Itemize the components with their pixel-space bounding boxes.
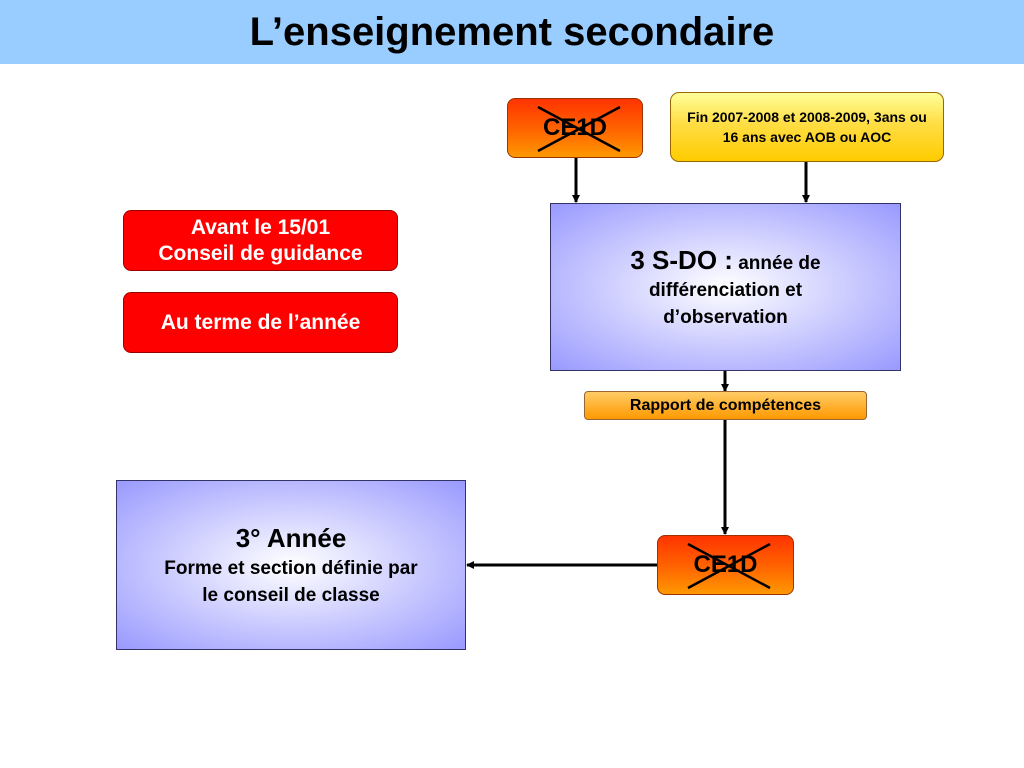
annee3-title: 3° Année [235,523,347,553]
annee3-box: 3° Année Forme et section définie par le… [116,480,466,650]
cross-out-icon [537,105,621,153]
sdo-line1: 3 S-DO : année de [630,243,820,277]
avant-line2: Conseil de guidance [158,241,363,265]
fin-note-text: Fin 2007-2008 et 2008-2009, 3ans ou 16 a… [687,109,927,145]
sdo-title: 3 S-DO : [630,245,733,275]
terme-box: Au terme de l’année [123,292,398,353]
annee3-desc-2: le conseil de classe [202,585,380,606]
ce1d-bottom-box: CE1D [657,535,794,595]
annee3-desc-1: Forme et section définie par [164,558,418,579]
rapport-box: Rapport de compétences [584,391,867,420]
header-bar: L’enseignement secondaire [0,0,1024,64]
sdo-desc-3: d’observation [663,307,788,328]
ce1d-top-box: CE1D [507,98,643,158]
sdo-desc-2: différenciation et [648,280,803,301]
fin-note-box: Fin 2007-2008 et 2008-2009, 3ans ou 16 a… [670,92,944,162]
terme-label: Au terme de l’année [160,310,361,334]
avant-line1: Avant le 15/01 [190,215,331,239]
cross-out-icon [687,542,771,590]
sdo-desc-1: année de [732,253,821,274]
avant-box: Avant le 15/01 Conseil de guidance [123,210,398,271]
sdo-box: 3 S-DO : année de différenciation et d’o… [550,203,901,371]
rapport-label: Rapport de compétences [629,396,822,414]
page-title: L’enseignement secondaire [249,10,775,54]
